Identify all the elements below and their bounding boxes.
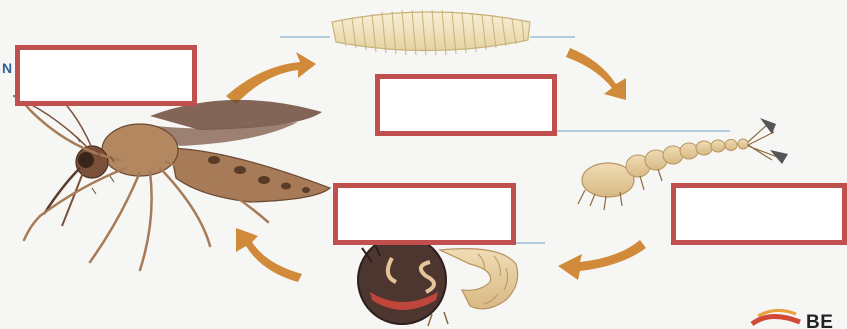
pupa-illustration <box>358 236 518 326</box>
label-box-pupa[interactable] <box>333 183 516 245</box>
cropped-edge-letter: N <box>2 60 12 76</box>
label-box-eggs[interactable] <box>375 74 557 136</box>
label-box-larva[interactable] <box>671 183 847 245</box>
egg-raft-illustration <box>332 10 530 55</box>
arrow-adult-to-eggs <box>226 52 316 104</box>
publisher-logo <box>752 310 800 324</box>
arrow-larva-to-pupa <box>558 240 646 280</box>
label-box-adult[interactable] <box>15 45 197 106</box>
adult-mosquito-illustration <box>14 96 330 270</box>
publisher-logo-text: BE <box>806 312 833 329</box>
arrow-eggs-to-larva <box>566 48 626 100</box>
arrow-pupa-to-adult <box>236 228 302 282</box>
